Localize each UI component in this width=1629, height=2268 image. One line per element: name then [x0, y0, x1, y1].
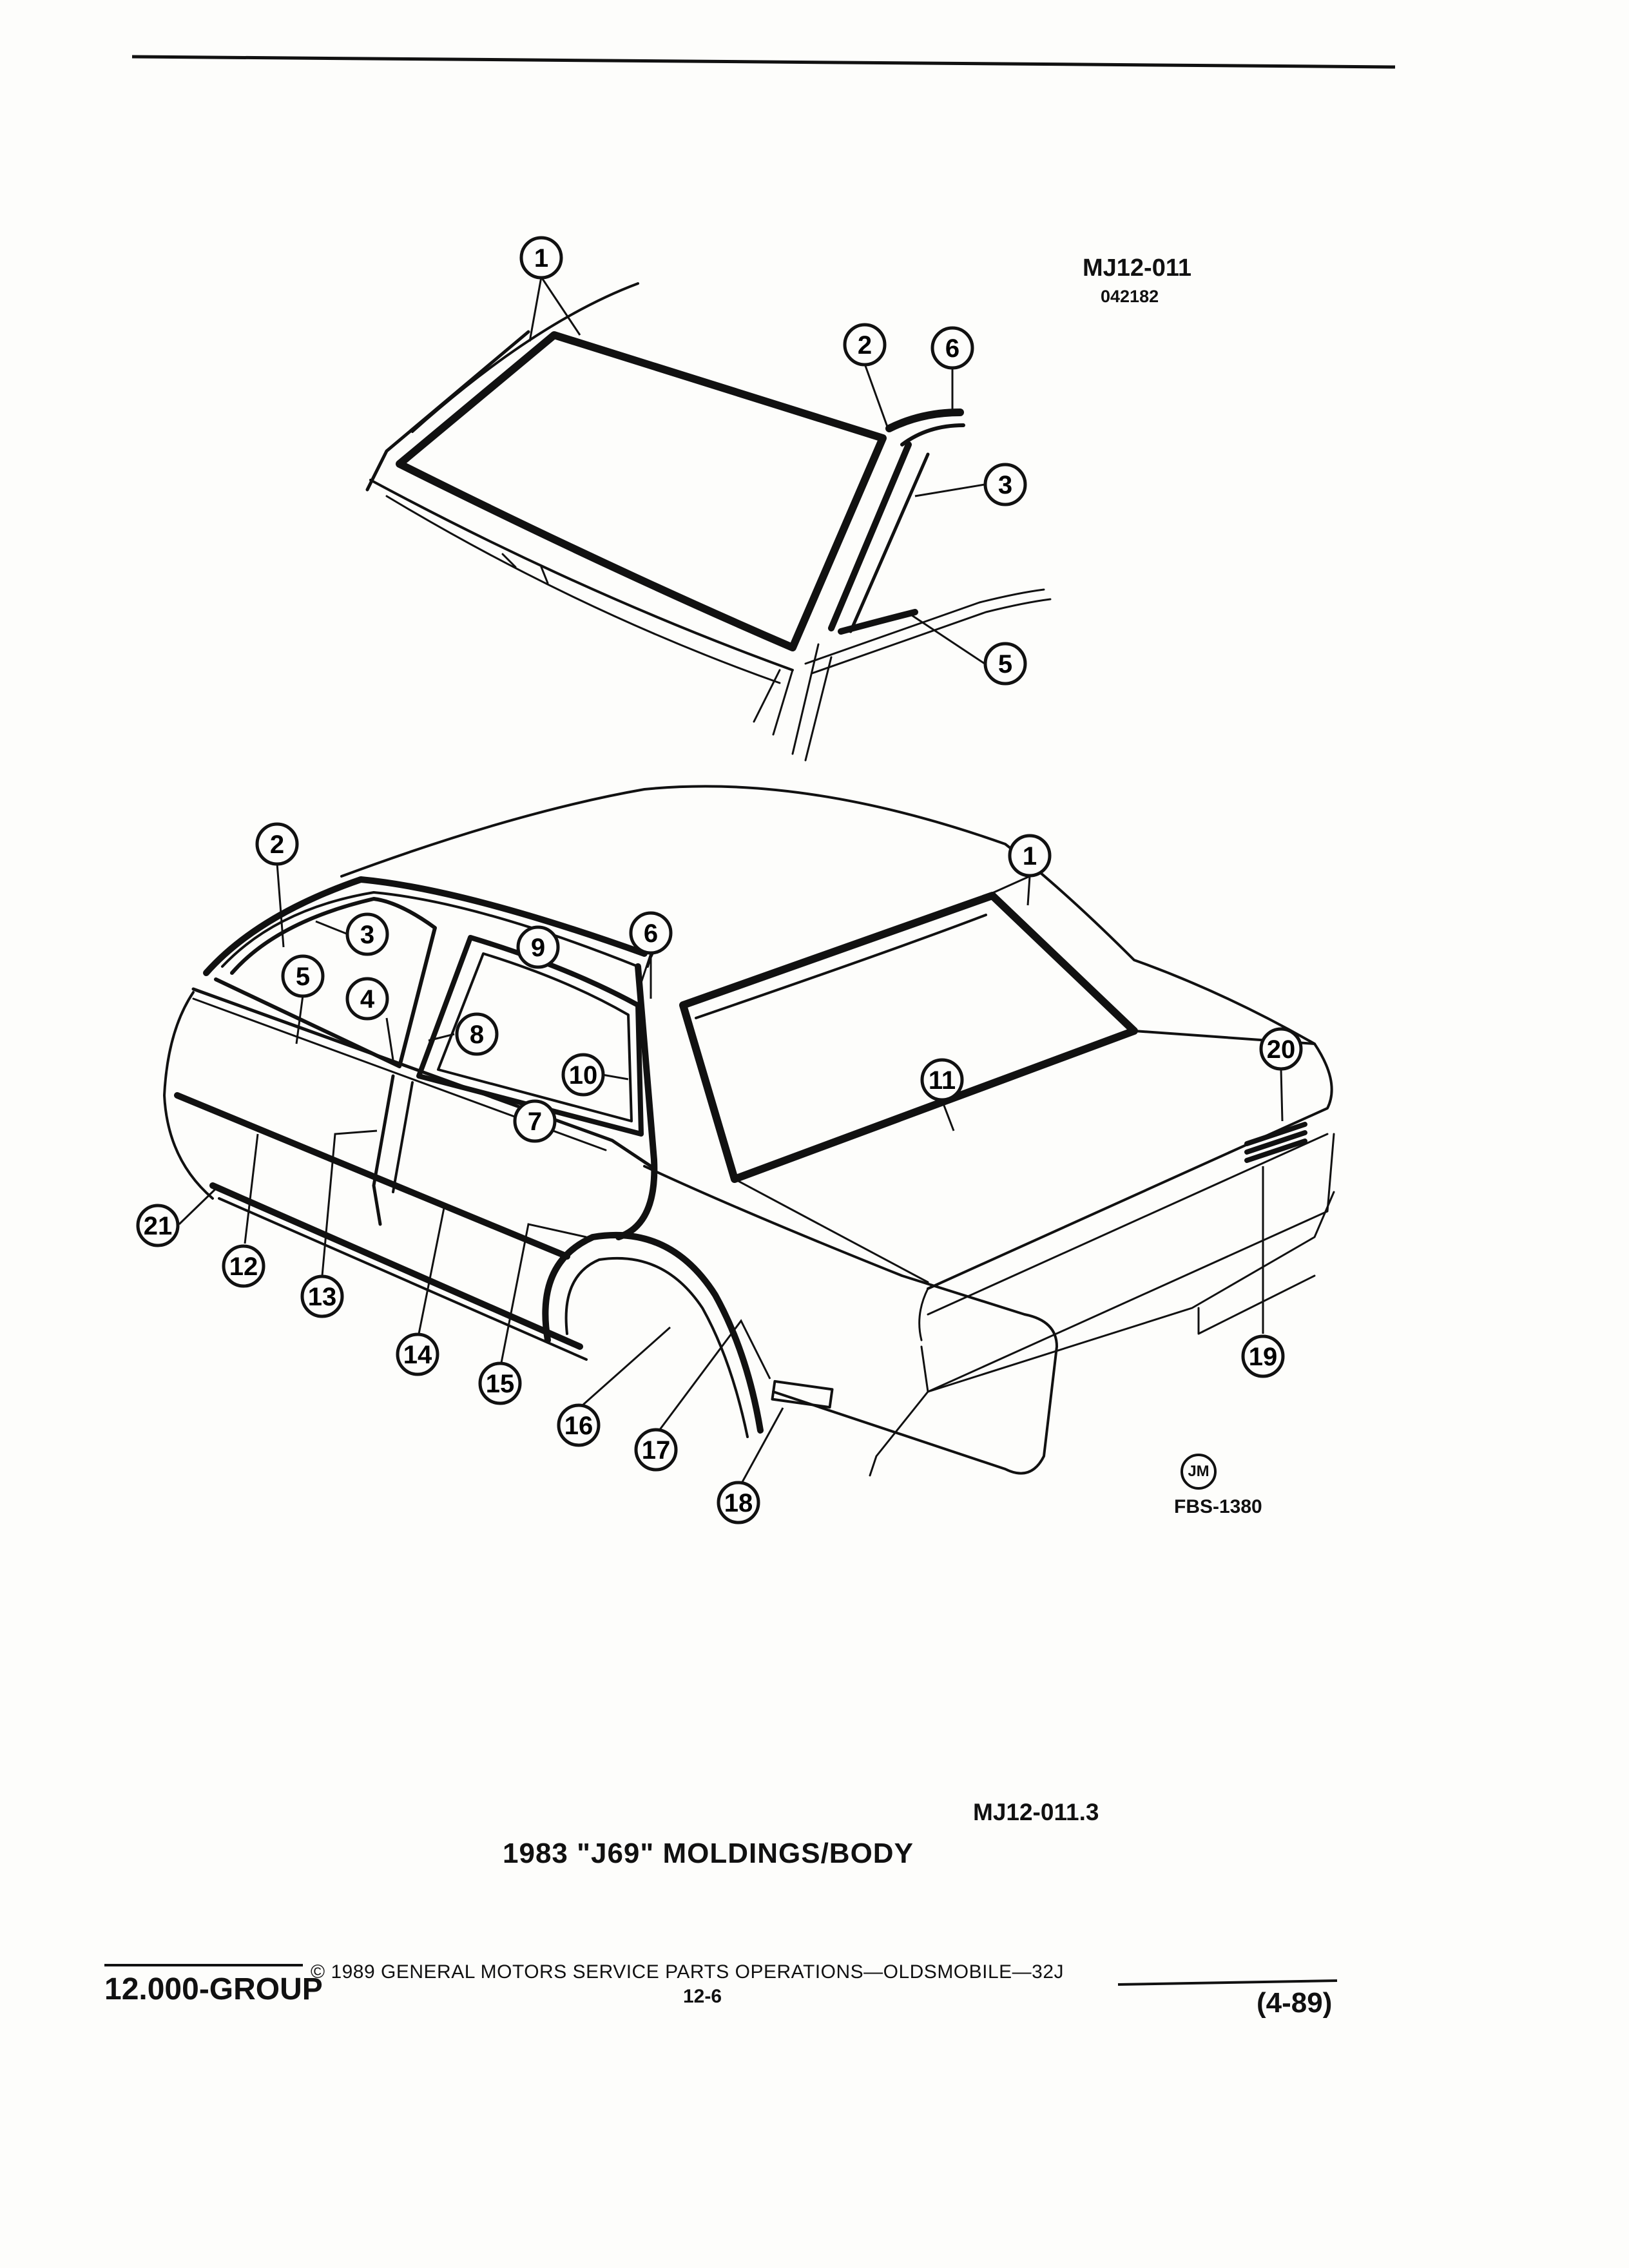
callout-circle: [513, 1099, 557, 1143]
callout-number: 7: [528, 1108, 542, 1136]
callout-circle: [455, 1012, 499, 1056]
callout-number: 2: [858, 331, 872, 360]
callout-circle: [478, 1361, 522, 1405]
callout-circle: [1241, 1334, 1285, 1378]
callouts_car-callout-6: 6: [629, 911, 673, 955]
callouts_top-callout-3: 3: [983, 463, 1027, 506]
callout-number: 1: [1023, 842, 1037, 870]
callout-circle: [281, 954, 325, 998]
callout-number: 14: [403, 1341, 432, 1369]
callout-circle: [136, 1204, 180, 1247]
callout-number: 9: [531, 934, 545, 962]
top-rule: [131, 55, 1396, 69]
callout-number: 21: [144, 1212, 173, 1240]
callout-number: 5: [296, 963, 310, 991]
callout-number: 15: [486, 1370, 515, 1398]
callout-number: 19: [1249, 1343, 1278, 1371]
callout-number: 3: [998, 471, 1012, 499]
callout-number: 2: [270, 831, 284, 859]
callout-circle: [634, 1428, 678, 1472]
callout-circle: [843, 323, 887, 367]
footer-page-number: 12-6: [683, 1986, 722, 2007]
windshield-detail: [365, 282, 1052, 762]
callout-circle: [983, 463, 1027, 506]
callout-circle: [557, 1403, 601, 1447]
callout-circle: [629, 911, 673, 955]
callout-number: 17: [642, 1436, 671, 1465]
callouts_top-callout-1: 1: [519, 236, 563, 280]
callout-circle: [920, 1058, 964, 1102]
callout-number: 5: [998, 650, 1012, 678]
illustration-code: FBS-1380: [1174, 1496, 1262, 1517]
callout-circle: [561, 1053, 605, 1097]
callout-number: 10: [569, 1061, 598, 1090]
callout-number: 18: [724, 1489, 753, 1517]
callouts_car-callout-10: 10: [561, 1053, 605, 1097]
callout-circle: [519, 236, 563, 280]
callout-number: 11: [929, 1066, 956, 1095]
callout-circle: [300, 1274, 344, 1318]
callouts_car-callout-12: 12: [222, 1244, 265, 1288]
callout-number: 4: [360, 985, 375, 1014]
callouts_car-callout-15: 15: [478, 1361, 522, 1405]
callouts_car-callout-18: 18: [717, 1481, 760, 1524]
callout-number: 8: [470, 1021, 484, 1049]
callout-circle: [396, 1332, 439, 1376]
footer-revision: (4-89): [1257, 1987, 1333, 2019]
callouts_car-callout-19: 19: [1241, 1334, 1285, 1378]
callout-circle: [930, 326, 974, 370]
callout-circle: [345, 912, 389, 956]
callouts_car-callout-1: 1: [1008, 834, 1052, 878]
callout-number: 3: [360, 921, 374, 949]
callouts_car-callout-7: 7: [513, 1099, 557, 1143]
callouts_car-callout-21: 21: [136, 1204, 180, 1247]
callouts_car-callout-3: 3: [345, 912, 389, 956]
callouts_car-callout-17: 17: [634, 1428, 678, 1472]
callout-circle: [345, 977, 389, 1021]
callouts_car-callout-13: 13: [300, 1274, 344, 1318]
callouts_car-callout-9: 9: [516, 925, 560, 969]
callout-number: 6: [945, 334, 959, 363]
page-title: 1983 "J69" MOLDINGS/BODY: [503, 1838, 914, 1869]
callouts_car-callout-16: 16: [557, 1403, 601, 1447]
callouts_car-callout-8: 8: [455, 1012, 499, 1056]
callouts_car-callout-14: 14: [396, 1332, 439, 1376]
figure-date: 042182: [1101, 287, 1159, 306]
callouts_top-callout-5: 5: [983, 642, 1027, 686]
callout-circle: [222, 1244, 265, 1288]
callout-circle: [516, 925, 560, 969]
callouts_car-callout-5: 5: [281, 954, 325, 998]
callout-number: 12: [229, 1253, 258, 1281]
sub-code: MJ12-011.3: [973, 1799, 1099, 1825]
callouts_car-callout-2: 2: [255, 822, 299, 866]
callouts_top-callout-2: 2: [843, 323, 887, 367]
leader-lines: [178, 276, 1284, 1483]
callouts_car-callout-20: 20: [1259, 1027, 1303, 1071]
car-body: [163, 785, 1335, 1477]
callout-number: 1: [534, 244, 548, 273]
callouts_top-callout-6: 6: [930, 326, 974, 370]
figure-code: MJ12-011: [1083, 255, 1192, 282]
footer-copyright: © 1989 GENERAL MOTORS SERVICE PARTS OPER…: [311, 1961, 1065, 1983]
illustrator-mark: JM: [1181, 1454, 1217, 1490]
callouts_car-callout-4: 4: [345, 977, 389, 1021]
footer-group: 12.000-GROUP: [104, 1972, 323, 2006]
callouts_car-callout-11: 11: [920, 1058, 964, 1102]
callout-number: 20: [1267, 1035, 1296, 1064]
callout-circle: [983, 642, 1027, 686]
callout-number: 6: [644, 919, 658, 948]
callout-circle: [1259, 1027, 1303, 1071]
callout-circle: [255, 822, 299, 866]
callout-number: 13: [308, 1283, 337, 1311]
callout-circle: [1008, 834, 1052, 878]
callout-circle: [717, 1481, 760, 1524]
callout-number: 16: [564, 1412, 593, 1440]
